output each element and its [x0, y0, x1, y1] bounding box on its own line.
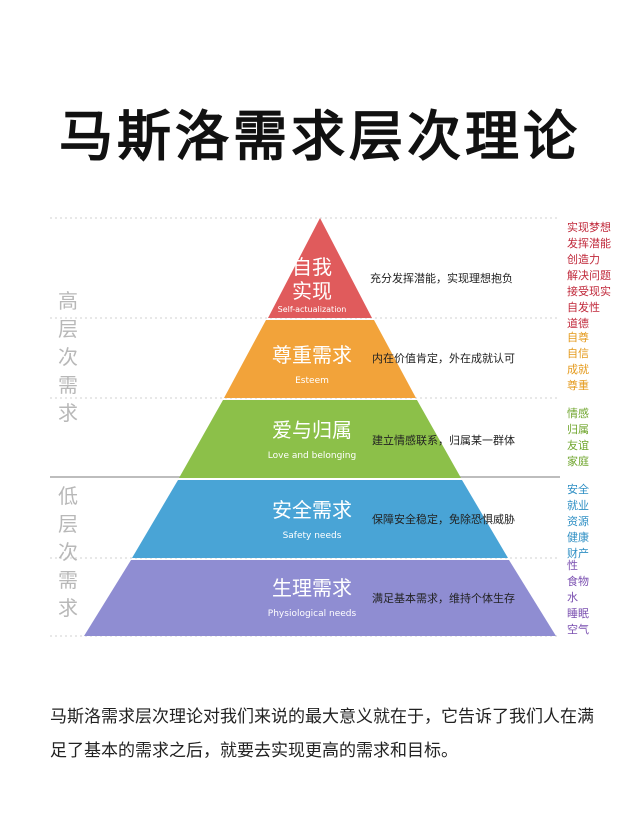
keyword: 接受现实 — [567, 285, 611, 298]
level-safety — [132, 480, 508, 558]
high-label-char: 层 — [58, 317, 78, 341]
level-safety-subtitle: Safety needs — [283, 531, 342, 541]
low-level-label: 低 层 次 需 求 — [56, 482, 80, 622]
keyword: 解决问题 — [567, 269, 611, 282]
footer-text: 马斯洛需求层次理论对我们来说的最大意义就在于，它告诉了我们人在满足了基本的需求之… — [50, 707, 594, 761]
keyword: 家庭 — [567, 455, 589, 468]
keyword: 自发性 — [567, 301, 600, 314]
low-label-char: 次 — [58, 540, 78, 564]
keyword: 成就 — [567, 363, 589, 376]
low-label-char: 需 — [58, 568, 78, 592]
keyword: 自信 — [567, 347, 589, 360]
level-physio-description: 满足基本需求，维持个体生存 — [372, 592, 515, 605]
high-level-label: 高 层 次 需 求 — [56, 287, 80, 427]
level-esteem-title: 尊重需求 — [272, 343, 352, 367]
keyword: 空气 — [567, 623, 589, 636]
level-safety-description: 保障安全稳定，免除恐惧威胁 — [372, 513, 515, 526]
keyword: 尊重 — [567, 379, 589, 392]
level-self-keywords: 实现梦想 发挥潜能 创造力 解决问题 接受现实 自发性 道德 — [567, 220, 627, 332]
high-label-char: 需 — [58, 373, 78, 397]
keyword: 自尊 — [567, 331, 589, 344]
level-love — [179, 400, 461, 478]
keyword: 资源 — [567, 515, 589, 528]
level-self-title-1: 自我 — [292, 255, 332, 279]
keyword: 实现梦想 — [567, 221, 611, 234]
keyword: 性 — [567, 559, 578, 572]
high-label-char: 高 — [58, 289, 78, 313]
keyword: 睡眠 — [567, 607, 589, 620]
low-label-char: 低 — [58, 484, 78, 508]
level-self-actualization — [268, 218, 372, 318]
keyword: 归属 — [567, 423, 589, 436]
keyword: 水 — [567, 591, 578, 604]
keyword: 就业 — [567, 499, 589, 512]
high-label-char: 次 — [58, 345, 78, 369]
level-self-title-2: 实现 — [292, 279, 332, 303]
keyword: 食物 — [567, 575, 589, 588]
level-love-keywords: 情感 归属 友谊 家庭 — [567, 406, 627, 470]
level-physiological — [84, 560, 556, 636]
keyword: 健康 — [567, 531, 589, 544]
keyword: 安全 — [567, 483, 589, 496]
level-physio-title: 生理需求 — [272, 576, 352, 600]
keyword: 财产 — [567, 547, 589, 560]
keyword: 道德 — [567, 317, 589, 330]
level-safety-title: 安全需求 — [272, 498, 352, 522]
level-esteem-keywords: 自尊 自信 成就 尊重 — [567, 330, 627, 394]
level-self-subtitle: Self-actualization — [278, 305, 347, 314]
low-label-char: 求 — [58, 596, 78, 620]
keyword: 友谊 — [567, 439, 589, 452]
keyword: 创造力 — [567, 253, 600, 266]
level-esteem — [224, 320, 416, 398]
page-title: 马斯洛需求层次理论 — [59, 105, 581, 168]
level-love-title: 爱与归属 — [272, 418, 352, 442]
level-physio-keywords: 性 食物 水 睡眠 空气 — [567, 558, 627, 638]
level-love-description: 建立情感联系，归属某一群体 — [372, 434, 515, 447]
keyword: 发挥潜能 — [567, 237, 611, 250]
high-label-char: 求 — [58, 401, 78, 425]
level-esteem-subtitle: Esteem — [295, 376, 329, 386]
level-self-description: 充分发挥潜能，实现理想抱负 — [370, 272, 513, 285]
level-love-subtitle: Love and belonging — [268, 451, 356, 461]
level-physio-subtitle: Physiological needs — [268, 609, 357, 619]
keyword: 情感 — [567, 407, 589, 420]
level-esteem-description: 内在价值肯定，外在成就认可 — [372, 352, 515, 365]
level-safety-keywords: 安全 就业 资源 健康 财产 — [567, 482, 627, 562]
low-label-char: 层 — [58, 512, 78, 536]
